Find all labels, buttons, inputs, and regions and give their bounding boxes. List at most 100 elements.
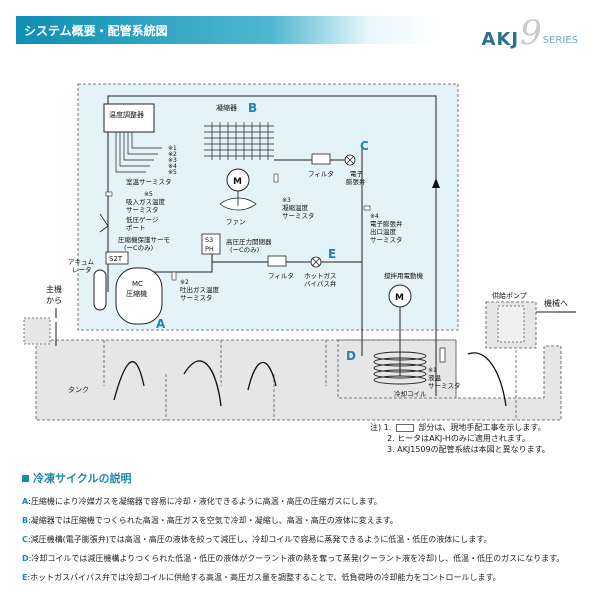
- liquid-thermistor-l1: ※1: [428, 367, 437, 374]
- tank: [35, 339, 562, 421]
- accumulator-l2: レータ: [72, 265, 92, 274]
- filter-1-label: フィルタ: [308, 169, 334, 178]
- flow-arrow: [183, 360, 222, 407]
- hotgas-valve-symbol: [311, 257, 321, 267]
- suction-thermistor-icon: [105, 191, 113, 197]
- condenser-coil: [204, 122, 274, 160]
- discharge-thermistor-l1: ※2: [180, 279, 189, 286]
- fan-motor-label: M: [233, 177, 242, 187]
- to-machine-label: 機械へ: [544, 298, 568, 308]
- filter-1: [311, 153, 331, 165]
- flow-arrow: [467, 352, 507, 407]
- sensor-wires: [115, 132, 162, 173]
- hotgas-l2: バイパス弁: [304, 279, 337, 288]
- explanation-text: :冷却コイルでは減圧機構よりつくられた低温・低圧の液体がクーラント液の熱を奪って…: [28, 554, 565, 563]
- exp-outlet-l4: サーミスタ: [370, 235, 403, 244]
- note-1-text: 部分は、現地手配工事を示します。: [418, 423, 546, 432]
- brand-akj: AKJ: [481, 29, 520, 50]
- liquid-thermistor-l2: 液温: [428, 373, 442, 382]
- comp-protection-l1: 圧縮機保護サーモ: [118, 235, 170, 244]
- explanation-line: E:ホットガスバイパス弁では冷却コイルに供給する高温・高圧ガス量を調整することで…: [22, 572, 582, 583]
- explanation-text: :凝縮器では圧縮機でつくられた高温・高圧ガスを空気で冷却・凝縮し、高温・高圧の液…: [28, 516, 398, 525]
- letter-e: E: [328, 247, 336, 261]
- explanation-text: :減圧機構(電子膨張弁)では高温・高圧の液体を絞って減圧し、冷却コイルで容易に蒸…: [27, 535, 492, 544]
- filter-2-label: フィルタ: [268, 271, 294, 280]
- s3ph-l2: PH: [205, 245, 214, 253]
- suction-thermistor-l3: サーミスタ: [126, 205, 159, 214]
- sensor-1: ※1: [168, 145, 177, 152]
- explanation-letter: C: [22, 535, 28, 544]
- explanation-letter: D: [22, 554, 29, 563]
- stirrer-label: 撹拌用電動機: [384, 271, 424, 280]
- letter-a: A: [156, 317, 166, 331]
- exp-valve-symbol: [345, 155, 355, 165]
- from-main-label-1: 主機: [46, 284, 62, 294]
- cooling-coil-label: 冷却コイル: [394, 389, 427, 398]
- note-3: 3. AKJ1509の配管系統は本図と異なります。: [387, 445, 550, 454]
- compressor-l2: 圧縮機: [126, 289, 147, 298]
- compressor-l1: MC: [132, 280, 143, 288]
- letter-c: C: [360, 139, 369, 153]
- piping-diagram: タンク 主機 から 供給ポンプ 機械へ 温度調整器 ※1 ※2 ※3 ※4 ※5…: [23, 83, 576, 421]
- cooling-coil: [373, 351, 427, 385]
- liquid-thermistor-l3: サーミスタ: [428, 381, 461, 390]
- suction-thermistor-l2: 吸入ガス温度: [126, 197, 166, 206]
- explanation-letter: A: [22, 497, 29, 506]
- note-2: 2. ヒータはAKJ-Hのみに適用されます。: [387, 434, 531, 443]
- exp-outlet-thermistor-icon: [363, 205, 371, 211]
- explanation-line: D:冷却コイルでは減圧機構よりつくられた低温・低圧の液体がクーラント液の熱を奪っ…: [22, 553, 582, 564]
- pump-motor: [497, 305, 525, 343]
- exp-outlet-l1: ※4: [370, 213, 379, 220]
- explanation-line: A:圧縮機により冷媒ガスを凝縮器で容易に冷却・液化できるように高温・高圧の圧縮ガ…: [22, 496, 582, 507]
- s2t-box: [105, 251, 129, 265]
- explanation-line: B:凝縮器では圧縮機でつくられた高温・高圧ガスを空気で冷却・凝縮し、高温・高圧の…: [22, 515, 582, 526]
- explanation-heading: 冷凍サイクルの説明: [22, 470, 582, 486]
- hp-switch-l1: 高圧圧力開閉器: [226, 237, 272, 246]
- page-header: システム概要・配管系統図 AKJ 9 SERIES: [16, 16, 584, 50]
- hotgas-l1: ホットガス: [304, 271, 337, 280]
- comp-protection-l2: (ーCのみ): [124, 244, 153, 252]
- cond-thermistor-icon: [273, 173, 279, 183]
- exp-outlet-l3: 出口温度: [370, 227, 397, 236]
- room-temp-thermistor: 室温サーミスタ: [126, 177, 172, 186]
- low-pressure-port-l1: 低圧ゲージ: [126, 215, 159, 224]
- coil-enclosure: [337, 339, 457, 399]
- low-pressure-port-icon: [99, 213, 109, 233]
- from-main-label-2: から: [46, 296, 62, 305]
- hp-switch-l2: (ーCのみ): [230, 246, 259, 254]
- supply-pump-label: 供給ポンプ: [492, 291, 527, 300]
- suction-thermistor-l1: ※5: [144, 191, 153, 198]
- exp-outlet-l2: 電子膨張弁: [370, 219, 403, 228]
- sensor-4: ※4: [168, 163, 177, 170]
- cycle-explanation: 冷凍サイクルの説明 A:圧縮機により冷媒ガスを凝縮器で容易に冷却・液化できるよう…: [22, 470, 582, 591]
- sensor-2: ※2: [168, 151, 177, 158]
- accumulator: [93, 269, 107, 311]
- explanation-heading-text: 冷凍サイクルの説明: [33, 472, 132, 485]
- sensor-5: ※5: [168, 169, 177, 176]
- explanation-text: :圧縮機により冷媒ガスを凝縮器で容易に冷却・液化できるように高温・高圧の圧縮ガス…: [28, 497, 382, 506]
- brand-number: 9: [520, 13, 542, 53]
- s3ph-box: [201, 233, 221, 255]
- accumulator-l1: アキュム: [68, 258, 95, 266]
- exp-valve-l2: 膨張弁: [346, 177, 366, 186]
- flow-arrow: [113, 361, 145, 401]
- condenser-label: 凝縮器: [216, 103, 237, 112]
- flow-arrow: [247, 361, 277, 391]
- temp-controller-label: 温度調整器: [109, 110, 144, 119]
- filter-2: [267, 255, 287, 267]
- note-1: 注) 1. 部分は、現地手配工事を示します。: [370, 422, 550, 433]
- s2t-label: S2T: [109, 255, 123, 263]
- low-pressure-port-l2: ポート: [126, 224, 146, 232]
- explanation-letter: E: [22, 573, 28, 582]
- temp-controller: [103, 103, 155, 133]
- s3ph-l1: S3: [205, 236, 213, 244]
- cond-thermistor-l3: サーミスタ: [282, 211, 315, 220]
- compressor: [115, 267, 163, 325]
- note-prefix: 注): [370, 423, 382, 432]
- inlet-box: [23, 317, 51, 345]
- cond-thermistor-l1: ※3: [282, 197, 291, 204]
- explanation-text: :ホットガスバイパス弁では冷却コイルに供給する高温・高圧ガス量を調整することで、…: [27, 573, 501, 582]
- field-work-legend-box: [395, 423, 414, 432]
- liquid-thermistor-icon: [439, 347, 446, 363]
- explanation-letter: B: [22, 516, 29, 525]
